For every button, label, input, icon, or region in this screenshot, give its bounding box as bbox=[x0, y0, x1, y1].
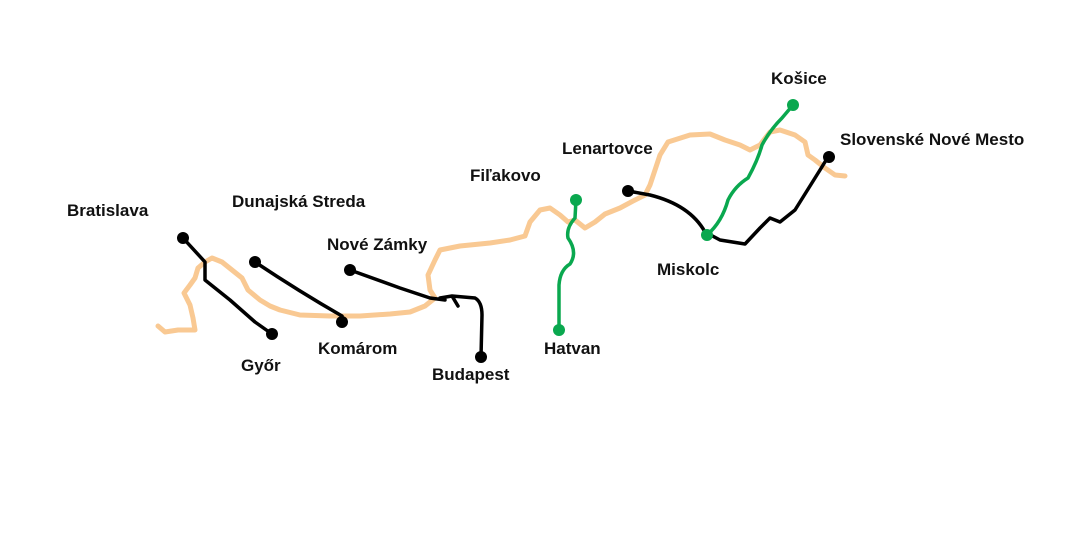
label-filakovo: Fiľakovo bbox=[470, 166, 541, 185]
line-filakovo-hatvan bbox=[557, 198, 578, 332]
border-line bbox=[155, 127, 848, 335]
station-dot-miskolc[interactable] bbox=[701, 229, 713, 241]
station-dot-bratislava[interactable] bbox=[177, 232, 189, 244]
label-kosice: Košice bbox=[771, 69, 827, 88]
station-dot-filakovo[interactable] bbox=[570, 194, 582, 206]
station-dot-slovenske-nove-mesto[interactable] bbox=[823, 151, 835, 163]
station-dot-gyor[interactable] bbox=[266, 328, 278, 340]
station-dot-dunajska-streda[interactable] bbox=[249, 256, 261, 268]
line-bratislava-gyor bbox=[181, 236, 274, 336]
label-slovenske-nove-mesto: Slovenské Nové Mesto bbox=[840, 130, 1025, 149]
label-hatvan: Hatvan bbox=[544, 339, 601, 358]
label-nove-zamky: Nové Zámky bbox=[327, 235, 428, 254]
line-nove-zamky-budapest bbox=[348, 268, 484, 359]
label-lenartovce: Lenartovce bbox=[562, 139, 653, 158]
line-dunajska-streda-komarom bbox=[253, 260, 344, 318]
station-dot-lenartovce[interactable] bbox=[622, 185, 634, 197]
label-dunajska-streda: Dunajská Streda bbox=[232, 192, 366, 211]
station-dot-kosice[interactable] bbox=[787, 99, 799, 111]
label-miskolc: Miskolc bbox=[657, 260, 720, 279]
label-komarom: Komárom bbox=[318, 339, 398, 358]
station-dot-komarom[interactable] bbox=[336, 316, 348, 328]
station-dot-budapest[interactable] bbox=[475, 351, 487, 363]
line-miskolc-kosice bbox=[705, 103, 795, 237]
label-bratislava: Bratislava bbox=[67, 201, 149, 220]
station-dot-nove-zamky[interactable] bbox=[344, 264, 356, 276]
line-lenartovce-slovenske-nove-mesto bbox=[626, 155, 830, 246]
station-dot-hatvan[interactable] bbox=[553, 324, 565, 336]
label-budapest: Budapest bbox=[432, 365, 510, 384]
label-gyor: Győr bbox=[241, 356, 281, 375]
